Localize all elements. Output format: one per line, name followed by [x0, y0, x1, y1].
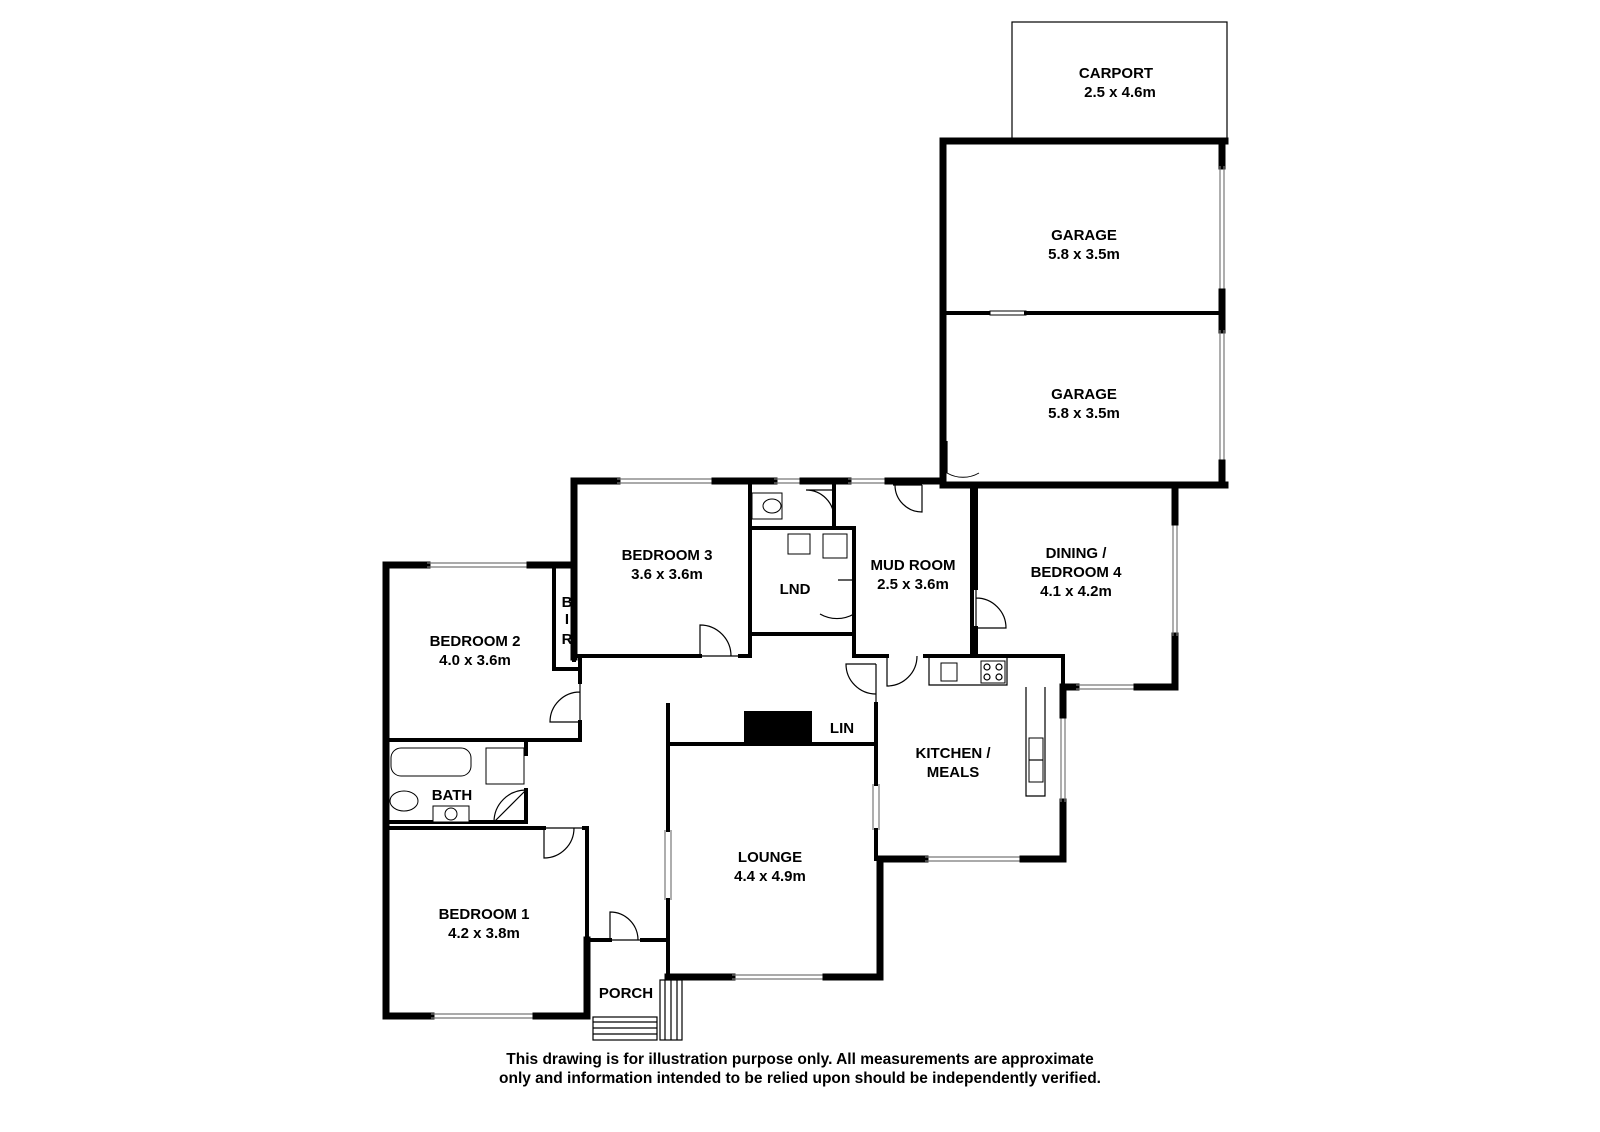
bedroom1-room: BEDROOM 1 4.2 x 3.8m: [439, 906, 530, 942]
basin-icon: [444, 807, 458, 821]
fixtures: [389, 492, 1044, 823]
bathtub-icon: [390, 747, 472, 777]
kitchen-label-line2: MEALS: [927, 764, 980, 781]
lounge-room: LOUNGE 4.4 x 4.9m: [734, 849, 806, 885]
bedroom1-label: BEDROOM 1: [439, 906, 530, 923]
bedroom2-size: 4.0 x 3.6m: [439, 652, 511, 669]
garage-bottom-room: GARAGE 5.8 x 3.5m: [1048, 386, 1120, 422]
bath-toilet-icon: [389, 790, 419, 812]
cooktop-icon: [980, 660, 1006, 684]
lounge-label: LOUNGE: [738, 849, 802, 866]
lin-label: LIN: [830, 720, 854, 737]
lounge-size: 4.4 x 4.9m: [734, 868, 806, 885]
porch-room: PORCH: [599, 985, 653, 1002]
wc-bowl-icon: [762, 498, 782, 514]
garage-bottom-size: 5.8 x 3.5m: [1048, 405, 1120, 422]
mud-room-label: MUD ROOM: [871, 557, 956, 574]
disclaimer-line1: This drawing is for illustration purpose…: [506, 1051, 1094, 1068]
garage-walls: [939, 137, 1229, 489]
porch-steps: [592, 979, 683, 1041]
fridge-icon: [940, 662, 958, 682]
house-outer-walls: [382, 477, 1179, 1020]
lnd-room: LND: [780, 581, 811, 598]
bir-label-line3: R: [562, 631, 573, 648]
washing-machine-icon: [822, 533, 848, 559]
bedroom2-room: BEDROOM 2 4.0 x 3.6m: [430, 633, 521, 669]
dining-size: 4.1 x 4.2m: [1040, 583, 1112, 600]
garage-bottom-label: GARAGE: [1051, 386, 1117, 403]
bedroom2-label: BEDROOM 2: [430, 633, 521, 650]
mud-room-size: 2.5 x 3.6m: [877, 576, 949, 593]
carport-size: 2.5 x 4.6m: [1084, 84, 1156, 101]
disclaimer-line2: only and information intended to be reli…: [499, 1070, 1101, 1087]
carport-label: CARPORT: [1079, 65, 1153, 82]
disclaimer: This drawing is for illustration purpose…: [0, 1050, 1600, 1088]
bath-label: BATH: [432, 787, 473, 804]
kitchen-label-line1: KITCHEN /: [916, 745, 992, 762]
garage-top-room: GARAGE 5.8 x 3.5m: [1048, 227, 1120, 263]
bir-label-line1: B: [562, 594, 573, 611]
kitchen-meals-room: KITCHEN / MEALS: [916, 745, 992, 781]
garage-top-label: GARAGE: [1051, 227, 1117, 244]
bedroom1-size: 4.2 x 3.8m: [448, 925, 520, 942]
lnd-label: LND: [780, 581, 811, 598]
lin-room: LIN: [830, 720, 854, 737]
linen-cupboard-fill: [744, 711, 812, 744]
dining-bedroom4-room: DINING / BEDROOM 4 4.1 x 4.2m: [1031, 545, 1123, 600]
bir-label-line2: I: [565, 611, 569, 628]
porch-label: PORCH: [599, 985, 653, 1002]
bath-room: BATH: [432, 787, 473, 804]
bedroom3-room: BEDROOM 3 3.6 x 3.6m: [622, 547, 713, 583]
garage-top-size: 5.8 x 3.5m: [1048, 246, 1120, 263]
bedroom3-size: 3.6 x 3.6m: [631, 566, 703, 583]
dining-label-line1: DINING /: [1046, 545, 1108, 562]
bedroom3-label: BEDROOM 3: [622, 547, 713, 564]
dining-label-line2: BEDROOM 4: [1031, 564, 1123, 581]
laundry-tub-icon: [787, 533, 811, 555]
doors: [493, 484, 1007, 941]
carport-room: CARPORT 2.5 x 4.6m: [1011, 21, 1228, 141]
bir-room: B I R: [562, 594, 573, 648]
house-interior-walls: [384, 479, 1065, 979]
shower-icon: [485, 747, 525, 785]
lounge-window-marks: [664, 784, 880, 900]
mud-room: MUD ROOM 2.5 x 3.6m: [871, 557, 956, 593]
